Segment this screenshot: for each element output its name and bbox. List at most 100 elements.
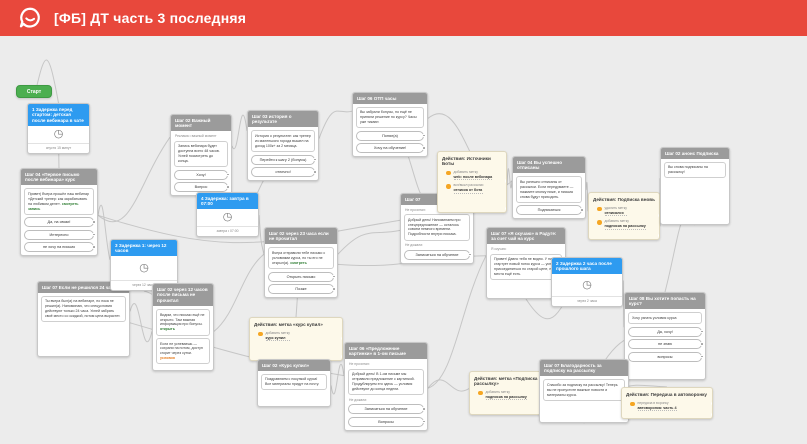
message-link[interactable]: условия bbox=[160, 356, 175, 361]
connection-port[interactable] bbox=[703, 373, 705, 377]
connection-port[interactable] bbox=[328, 400, 330, 404]
connection-port[interactable] bbox=[211, 322, 213, 327]
node-step04a[interactable]: Шаг 04 «Первое письмо после вебинара» ку… bbox=[20, 168, 98, 257]
connection-port[interactable] bbox=[583, 184, 585, 189]
connection-port[interactable] bbox=[335, 291, 337, 295]
node-header[interactable]: 3 Задержка 1: через 12 часов bbox=[111, 240, 177, 257]
node-delay2[interactable]: 2 Задержка 2 часа после прошлого шага◷че… bbox=[551, 257, 623, 307]
node-button[interactable]: Да, хочу! bbox=[628, 326, 704, 337]
node-button[interactable]: Хочу на обучение! bbox=[356, 143, 426, 154]
entry-value[interactable]: автоворонка: часть 4 bbox=[637, 405, 677, 411]
node-button[interactable]: не хочу на письмо bbox=[24, 242, 96, 253]
entry-value[interactable]: отписался bbox=[604, 211, 627, 216]
node-header[interactable]: 1 Задержка перед стартом: детская после … bbox=[28, 104, 89, 127]
node-delay4[interactable]: 4 Задержка: завтра в 07:00◷завтра • 07:0… bbox=[196, 192, 259, 238]
connection-port[interactable] bbox=[657, 233, 659, 237]
connection-port[interactable] bbox=[425, 424, 427, 428]
connection-port[interactable] bbox=[313, 157, 317, 161]
entry-value[interactable]: отписка от бота bbox=[453, 188, 484, 194]
message-link[interactable]: смотреть запись bbox=[28, 201, 79, 211]
node-header[interactable]: Шаг 04 «Первое письмо после вебинара» ку… bbox=[21, 169, 97, 186]
node-button[interactable]: Вопрос bbox=[174, 182, 230, 193]
node-button[interactable]: Вопросы bbox=[348, 416, 426, 427]
node-button[interactable]: Позже bbox=[268, 284, 336, 294]
node-delay1[interactable]: 1 Задержка перед стартом: детская после … bbox=[27, 103, 90, 155]
node-button[interactable]: Интересно bbox=[24, 229, 96, 240]
node-delay3[interactable]: 3 Задержка 1: через 12 часов◷через 12 ча… bbox=[110, 239, 178, 291]
connection-port[interactable] bbox=[87, 147, 89, 152]
connection-port[interactable] bbox=[727, 218, 729, 222]
connection-port[interactable] bbox=[313, 170, 317, 174]
connection-port[interactable] bbox=[226, 172, 230, 177]
connection-port[interactable] bbox=[92, 220, 96, 224]
connection-port[interactable] bbox=[583, 212, 585, 217]
node-button[interactable]: вопросы bbox=[628, 351, 704, 362]
node-button[interactable]: Записаться на обучение bbox=[404, 249, 472, 260]
connection-port[interactable] bbox=[127, 350, 129, 354]
connection-port[interactable] bbox=[710, 412, 712, 416]
connection-port[interactable] bbox=[422, 133, 426, 138]
node-header[interactable]: Шаг 02 анонс Подписка bbox=[661, 148, 729, 159]
entry-value[interactable]: подписка на рассылку bbox=[604, 224, 646, 230]
connection-port[interactable] bbox=[229, 151, 231, 155]
connection-port[interactable] bbox=[340, 336, 342, 341]
message-link[interactable]: смотреть bbox=[290, 260, 307, 265]
connection-port[interactable] bbox=[471, 224, 473, 229]
node-header[interactable]: Шаг 02 «Курс купил» bbox=[258, 360, 330, 371]
connection-port[interactable] bbox=[87, 126, 89, 130]
connection-port[interactable] bbox=[332, 274, 336, 278]
node-button[interactable]: отлично! bbox=[251, 167, 317, 177]
connection-port[interactable] bbox=[211, 364, 213, 368]
entry-value[interactable]: подписка на рассылку bbox=[485, 394, 527, 400]
node-header[interactable]: Шаг 06 «Предложение картинки» в 1-ом пис… bbox=[345, 343, 427, 360]
node-step02d[interactable]: Шаг 02 «Курс купил»Поздравляем с покупко… bbox=[257, 359, 331, 407]
connection-port[interactable] bbox=[316, 174, 318, 178]
connection-port[interactable] bbox=[468, 252, 472, 257]
connection-port[interactable] bbox=[256, 212, 258, 217]
node-button[interactable]: Да, на связи! bbox=[24, 217, 96, 228]
connection-port[interactable] bbox=[335, 259, 337, 263]
connection-port[interactable] bbox=[504, 206, 506, 210]
connection-port[interactable] bbox=[422, 419, 426, 424]
node-header[interactable]: Шаг 03 история о результате bbox=[248, 111, 318, 128]
connection-port[interactable] bbox=[425, 382, 427, 386]
connection-port[interactable] bbox=[332, 287, 336, 291]
connection-port[interactable] bbox=[95, 249, 97, 254]
connection-port[interactable] bbox=[316, 142, 318, 146]
node-button[interactable]: Открыть письмо bbox=[268, 271, 336, 282]
connection-port[interactable] bbox=[425, 150, 427, 155]
connection-port[interactable] bbox=[328, 380, 330, 385]
node-header[interactable]: Шаг 02 Важный момент bbox=[171, 115, 231, 132]
node-button[interactable]: не знаю bbox=[628, 339, 704, 350]
connection-port[interactable] bbox=[700, 354, 704, 359]
node-header[interactable]: Шаг 04 Вы успешно отписаны bbox=[513, 157, 585, 174]
node-header[interactable]: 2 Задержка 2 часа после прошлого шага bbox=[552, 258, 622, 275]
node-header[interactable]: Шаг 07 Если не решился 24 часа bbox=[38, 282, 129, 293]
connection-port[interactable] bbox=[127, 315, 129, 319]
connection-port[interactable] bbox=[657, 213, 659, 218]
start-node[interactable]: Старт bbox=[16, 85, 52, 98]
node-header[interactable]: Шаг 07 Благодарность за подписку на расс… bbox=[540, 360, 628, 377]
connection-port[interactable] bbox=[92, 232, 96, 237]
connection-port[interactable] bbox=[703, 331, 705, 336]
connection-port[interactable] bbox=[620, 300, 622, 304]
connection-port[interactable] bbox=[504, 179, 506, 183]
node-step06b[interactable]: Шаг 06 «Предложение картинки» в 1-ом пис… bbox=[344, 342, 428, 431]
node-button[interactable]: Записаться на обучение bbox=[348, 404, 426, 415]
node-step08[interactable]: Шаг 08 Вы хотите попасть на курс?Хочу уз… bbox=[624, 292, 706, 380]
node-step02b[interactable]: Шаг 02 через 12 часов после письма не пр… bbox=[152, 283, 214, 371]
node-button[interactable]: Понял(а) bbox=[356, 130, 426, 141]
connection-port[interactable] bbox=[92, 245, 96, 249]
connection-port[interactable] bbox=[580, 208, 584, 212]
node-header[interactable]: Шаг 02 через 23 часа если не прочитал bbox=[265, 228, 337, 245]
